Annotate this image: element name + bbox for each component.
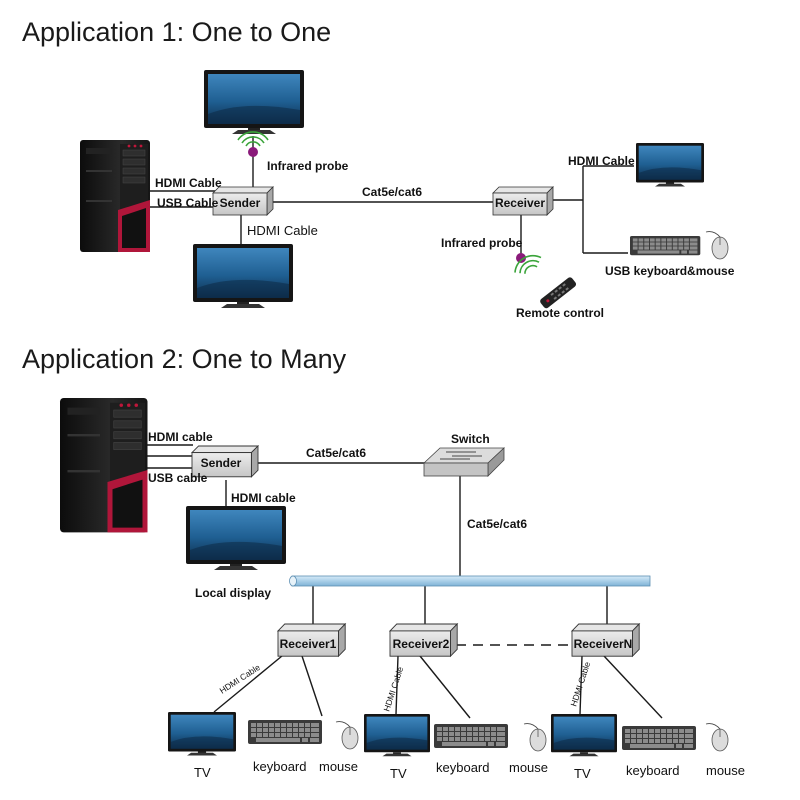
app1-receiver-label: Receiver xyxy=(495,196,545,210)
receiver-2-keyboard-icon xyxy=(434,724,508,748)
app2-cables xyxy=(146,444,663,719)
receiver-n-tv-icon xyxy=(551,714,617,757)
network-bus xyxy=(289,575,651,587)
app1-rx-infrared-probe-label: Infrared probe xyxy=(441,236,523,250)
app1-sender-box: Sender xyxy=(212,186,274,216)
app1-sender-label: Sender xyxy=(220,196,261,210)
receiver-n-mouse-label: mouse xyxy=(706,763,745,778)
app1-rx-infrared-probe-icon xyxy=(516,253,526,263)
receiver-2-tv-icon xyxy=(364,714,430,757)
app2-pc-tower xyxy=(59,397,149,534)
app1-remote-control-label: Remote control xyxy=(516,306,604,320)
app2-cat-link-label: Cat5e/cat6 xyxy=(306,446,366,460)
receiver-1-keyboard-label: keyboard xyxy=(253,759,306,774)
app2-switch-label: Switch xyxy=(451,432,490,446)
receiver-2-hdmi-label: HDMI Cable xyxy=(381,665,405,712)
app2-usb-cable-in-label: USB cable xyxy=(148,471,208,485)
app1-hdmi-cable-rx-label: HDMI Cable xyxy=(568,154,635,168)
receiver-2-mouse-label: mouse xyxy=(509,760,548,775)
receiver-n-mouse-icon xyxy=(705,723,729,752)
receiver-1-keyboard-icon xyxy=(248,720,322,744)
app1-hdmi-cable-down-label: HDMI Cable xyxy=(247,223,318,238)
receiver-2-mouse-icon xyxy=(523,723,547,752)
app2-hdmi-cable-in-label: HDMI cable xyxy=(148,430,213,444)
app1-mouse-icon xyxy=(705,231,729,260)
receiver-2-tv-label: TV xyxy=(390,766,407,781)
receiver-1-box: Receiver1 xyxy=(277,623,346,657)
receiver-2-keyboard-label: keyboard xyxy=(436,760,489,775)
app1-bottom-monitor xyxy=(193,244,293,308)
app2-hdmi-cable-local-label: HDMI cable xyxy=(231,491,296,505)
receiver-n-tv-label: TV xyxy=(574,766,591,781)
app2-sender-box: Sender xyxy=(191,445,259,478)
app1-usb-cable-label: USB Cable xyxy=(157,196,219,210)
app1-cat-link-label: Cat5e/cat6 xyxy=(362,185,422,199)
app2-title: Application 2: One to Many xyxy=(22,344,347,374)
app1-top-monitor xyxy=(204,70,304,134)
receiver-1-tv-icon xyxy=(168,712,236,756)
app1-section: Sender Receiver HDMI Cable xyxy=(79,70,735,320)
remote-control-icon xyxy=(540,277,577,309)
local-display-label: Local display xyxy=(195,586,271,600)
app1-cables xyxy=(150,136,634,255)
app1-receiver-box: Receiver xyxy=(492,186,554,216)
app2-sender-label: Sender xyxy=(201,456,242,470)
receiver-n-keyboard-label: keyboard xyxy=(626,763,679,778)
receiver-n-label: ReceiverN xyxy=(574,637,633,651)
app2-section: Sender Receiver1 xyxy=(59,397,745,781)
app1-hdmi-cable-label: HDMI Cable xyxy=(155,176,222,190)
app1-infrared-probe-icon xyxy=(248,147,258,157)
app1-pc-tower xyxy=(79,139,151,253)
app2-cat-down-label: Cat5e/cat6 xyxy=(467,517,527,531)
app1-remote-waves-icon xyxy=(510,249,545,279)
network-switch-icon xyxy=(422,447,506,477)
app1-rx-monitor xyxy=(636,143,704,187)
app1-keyboard-icon xyxy=(630,236,701,256)
receiver-n-box: ReceiverN xyxy=(571,623,640,657)
app1-usb-km-label: USB keyboard&mouse xyxy=(605,264,735,278)
receiver-2-box: Receiver2 xyxy=(389,623,458,657)
receiver-n-keyboard-icon xyxy=(622,726,696,750)
receiver-1-label: Receiver1 xyxy=(280,637,337,651)
receiver-1-mouse-label: mouse xyxy=(319,759,358,774)
receiver-1-mouse-icon xyxy=(335,721,359,750)
receiver-2-label: Receiver2 xyxy=(393,637,450,651)
local-display-monitor xyxy=(186,506,286,570)
receiver-1-tv-label: TV xyxy=(194,765,211,780)
app1-title: Application 1: One to One xyxy=(22,17,332,47)
app1-infrared-probe-label: Infrared probe xyxy=(267,159,349,173)
